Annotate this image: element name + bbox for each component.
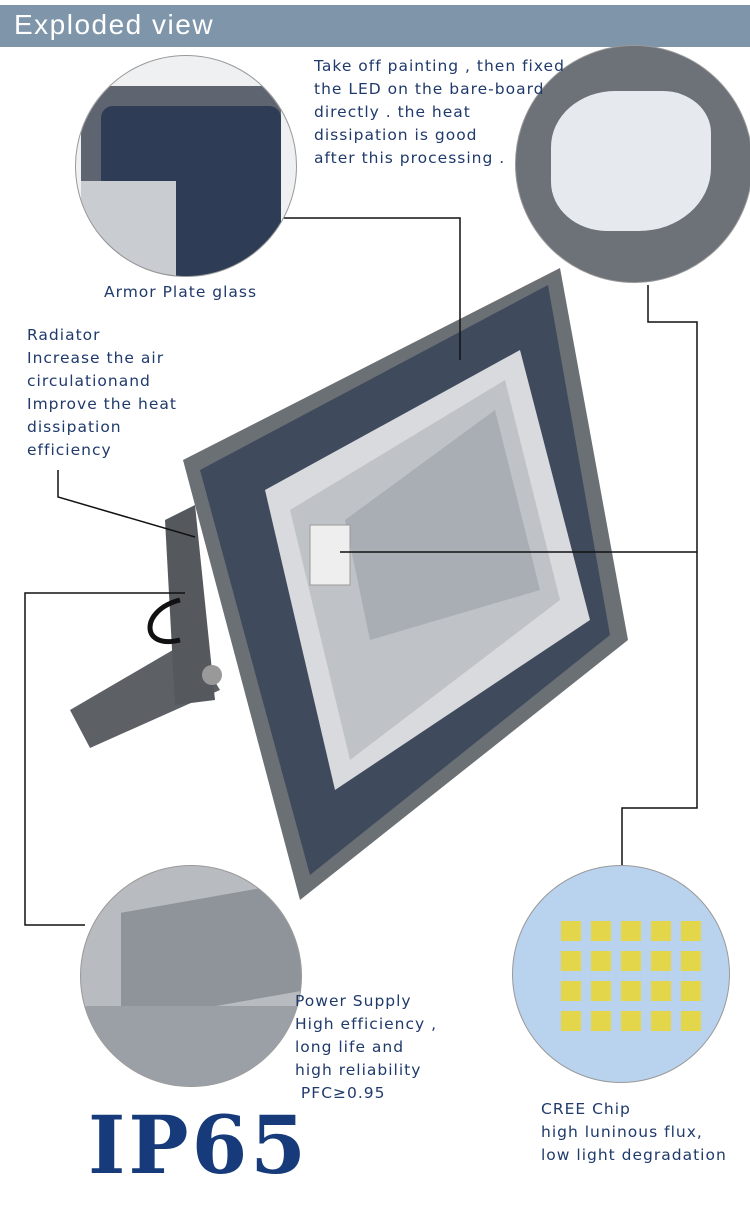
- callout-line: Increase the air: [27, 349, 165, 367]
- callout-line: Improve the heat: [27, 395, 177, 413]
- callout-line: dissipation is good: [314, 126, 478, 144]
- lamp-reflector-inner: [345, 410, 540, 640]
- callout-line: Power Supply: [295, 992, 412, 1010]
- callout-line: PFC≥0.95: [295, 1084, 386, 1102]
- bare-board-detail-photo: [515, 45, 750, 283]
- callout-line: after this processing .: [314, 149, 506, 167]
- callout-line: the LED on the bare-board: [314, 80, 545, 98]
- led-chip-detail-photo: [512, 865, 730, 1083]
- callout-line: Take off painting , then fixed: [314, 57, 565, 75]
- callout-line: high reliability: [295, 1061, 422, 1079]
- callout-cree-chip: CREE Chip high luninous flux, low light …: [541, 1098, 727, 1167]
- callout-line: high luninous flux,: [541, 1123, 703, 1141]
- page-title: Exploded view: [14, 9, 215, 40]
- glass-detail-photo: [75, 55, 297, 277]
- callout-line: High efficiency ,: [295, 1015, 438, 1033]
- callout-line: long life and: [295, 1038, 405, 1056]
- callout-line: Radiator: [27, 326, 101, 344]
- callout-line: directly . the heat: [314, 103, 471, 121]
- led-module: [309, 524, 351, 586]
- lamp-back-housing: [165, 505, 215, 705]
- header-banner: Exploded view: [0, 5, 750, 47]
- bracket-bolt: [202, 665, 222, 685]
- callout-power-supply: Power Supply High efficiency , long life…: [295, 990, 437, 1105]
- callout-line: dissipation: [27, 418, 122, 436]
- callout-line: CREE Chip: [541, 1100, 631, 1118]
- callout-line: low light degradation: [541, 1146, 727, 1164]
- callout-radiator: Radiator Increase the air circulationand…: [27, 324, 177, 462]
- callout-line: circulationand: [27, 372, 151, 390]
- leader-lines: [24, 217, 698, 926]
- ip-rating: IP65: [88, 1098, 309, 1192]
- power-cable: [147, 597, 181, 645]
- callout-line: efficiency: [27, 441, 112, 459]
- callout-painting: Take off painting , then fixed the LED o…: [314, 55, 565, 170]
- callout-glass: Armor Plate glass: [104, 281, 257, 304]
- power-supply-detail-photo: [80, 865, 302, 1087]
- callout-line: Armor Plate glass: [104, 283, 258, 301]
